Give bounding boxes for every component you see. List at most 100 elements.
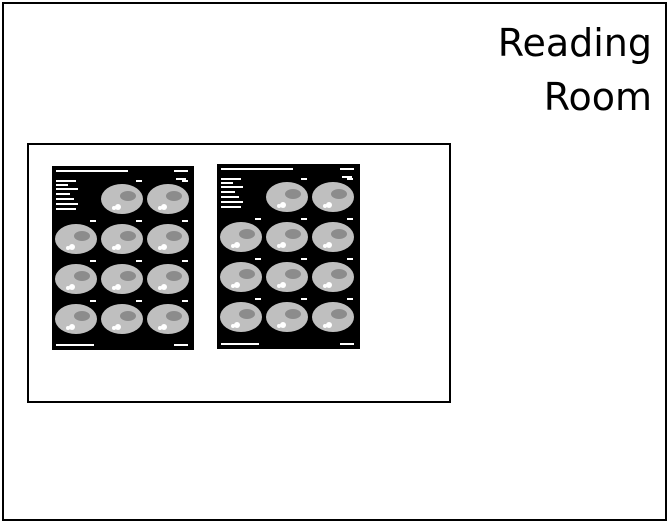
scan-organ xyxy=(331,269,347,279)
scan-spine xyxy=(112,206,116,210)
scan-image xyxy=(312,218,354,252)
scan-spine xyxy=(231,244,235,248)
scan-label xyxy=(182,300,188,302)
info-line xyxy=(221,178,241,180)
scan-spine xyxy=(112,326,116,330)
info-line xyxy=(56,193,70,195)
scan-spine xyxy=(112,246,116,250)
scan-spine xyxy=(323,284,327,288)
scan-organ xyxy=(239,229,255,239)
info-line xyxy=(56,208,76,210)
scan-label xyxy=(301,178,307,180)
scan-label xyxy=(301,258,307,260)
scan-image xyxy=(101,180,143,214)
scan-organ xyxy=(239,309,255,319)
room-title: Reading Room xyxy=(352,16,652,124)
info-line xyxy=(221,206,241,208)
scan-spine xyxy=(158,326,162,330)
scan-image xyxy=(55,220,97,254)
scan-spine xyxy=(115,244,121,250)
scan-label xyxy=(255,218,261,220)
scan-organ xyxy=(285,189,301,199)
scan-label xyxy=(136,300,142,302)
footer-line xyxy=(56,344,94,346)
scan-organ xyxy=(120,271,136,281)
scan-label xyxy=(347,298,353,300)
lightbox xyxy=(27,143,451,403)
scan-spine xyxy=(326,202,332,208)
scan-label xyxy=(347,178,353,180)
scan-spine xyxy=(234,322,240,328)
info-line xyxy=(56,188,78,190)
scan-image xyxy=(147,220,189,254)
scan-spine xyxy=(326,242,332,248)
scan-label xyxy=(90,260,96,262)
scan-spine xyxy=(161,204,167,210)
scan-label xyxy=(136,220,142,222)
scan-image xyxy=(266,178,308,212)
scan-spine xyxy=(161,324,167,330)
scan-organ xyxy=(166,311,182,321)
scan-image xyxy=(220,218,262,252)
scan-spine xyxy=(280,322,286,328)
scan-organ xyxy=(331,189,347,199)
scan-spine xyxy=(161,284,167,290)
scan-image xyxy=(101,260,143,294)
scan-label xyxy=(301,298,307,300)
scan-image xyxy=(266,258,308,292)
footer-line xyxy=(340,343,354,345)
scan-image xyxy=(101,300,143,334)
film-sheet-left xyxy=(52,166,194,350)
scan-image xyxy=(55,300,97,334)
scan-image xyxy=(101,220,143,254)
header-line xyxy=(340,168,354,170)
info-line xyxy=(221,201,243,203)
scan-spine xyxy=(280,202,286,208)
scan-organ xyxy=(120,231,136,241)
scan-spine xyxy=(69,284,75,290)
scan-spine xyxy=(231,284,235,288)
scan-label xyxy=(347,218,353,220)
scan-organ xyxy=(331,309,347,319)
footer-line xyxy=(221,343,259,345)
scan-spine xyxy=(112,286,116,290)
scan-organ xyxy=(166,271,182,281)
scan-label xyxy=(255,298,261,300)
scan-organ xyxy=(331,229,347,239)
scan-label xyxy=(90,300,96,302)
info-line xyxy=(221,186,243,188)
scan-label xyxy=(90,220,96,222)
scan-label xyxy=(136,180,142,182)
info-line xyxy=(221,191,235,193)
scan-spine xyxy=(158,246,162,250)
scan-label xyxy=(182,180,188,182)
scan-spine xyxy=(115,204,121,210)
header-line xyxy=(221,168,293,170)
info-line xyxy=(56,180,76,182)
header-line xyxy=(174,170,188,172)
scan-label xyxy=(182,220,188,222)
scan-image xyxy=(312,258,354,292)
scan-spine xyxy=(323,324,327,328)
scan-organ xyxy=(285,229,301,239)
scan-label xyxy=(182,260,188,262)
scan-spine xyxy=(115,324,121,330)
room-title-line-2: Room xyxy=(352,70,652,124)
scan-image xyxy=(147,300,189,334)
header-line xyxy=(342,176,352,178)
scan-spine xyxy=(326,282,332,288)
scan-image xyxy=(266,218,308,252)
info-line xyxy=(221,196,239,198)
scan-spine xyxy=(234,242,240,248)
scan-spine xyxy=(115,284,121,290)
info-line xyxy=(56,184,68,186)
scan-spine xyxy=(323,244,327,248)
scan-organ xyxy=(285,309,301,319)
scan-spine xyxy=(66,326,70,330)
scan-organ xyxy=(285,269,301,279)
scan-organ xyxy=(239,269,255,279)
scan-organ xyxy=(120,191,136,201)
scan-spine xyxy=(277,324,281,328)
scan-organ xyxy=(74,231,90,241)
